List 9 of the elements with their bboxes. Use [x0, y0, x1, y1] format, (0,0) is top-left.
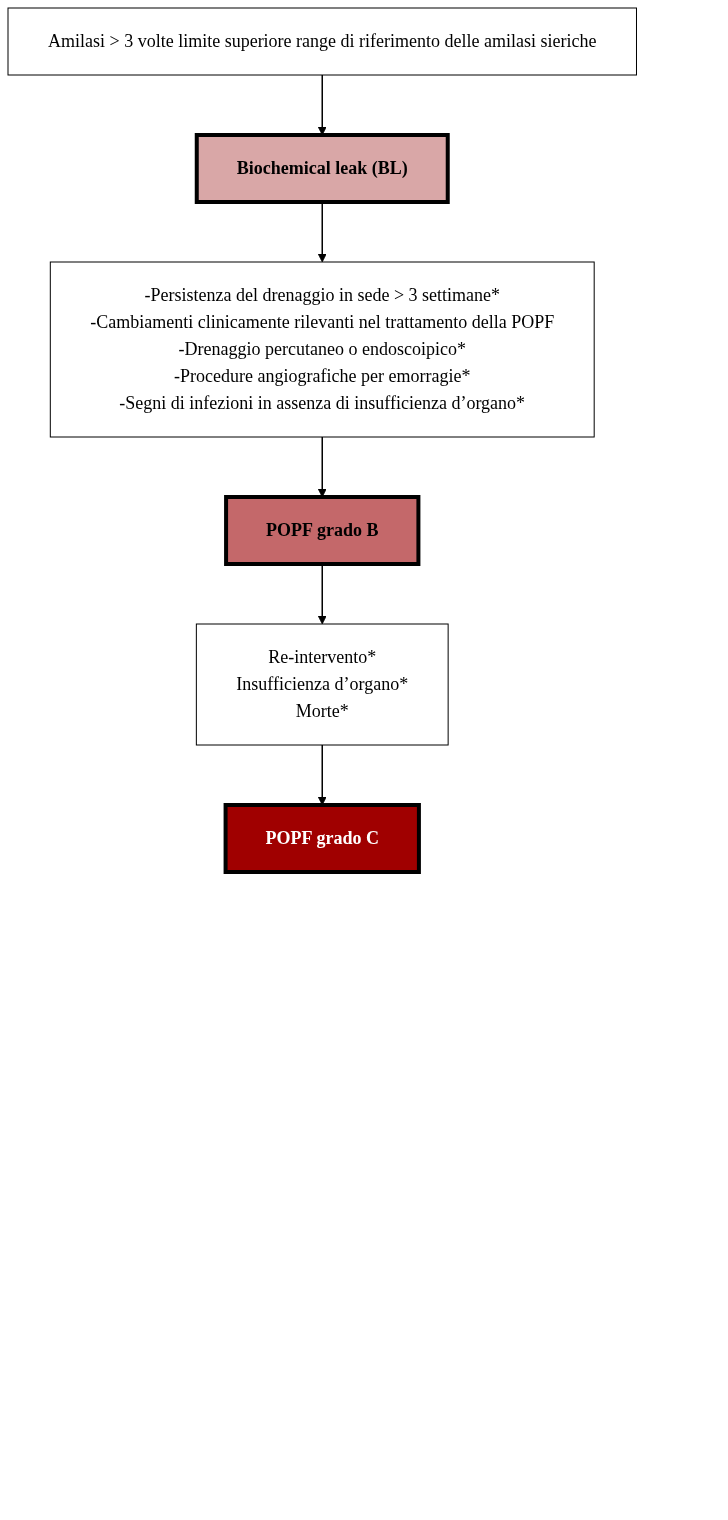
arrow [317, 436, 327, 498]
node-box: Amilasi > 3 volte limite superiore range di riferimento delle amilasi sieriche [7, 7, 637, 76]
node-box: -Persistenza del drenaggio in sede > 3 settimane* -Cambiamenti clinicamente rilevanti nel trattamento della POPF -Drenaggio percutaneo o endoscoipico* -Procedure angiografiche per emorragie* -Segni di infezioni in assenza di insufficienza d’organo* [49, 261, 595, 438]
arrow [317, 744, 327, 806]
node-box: POPF grado B [224, 495, 421, 566]
node-box: POPF grado C [223, 803, 421, 874]
node-box: Biochemical leak (BL) [194, 133, 450, 204]
arrow [317, 74, 327, 136]
node-box: Re-intervento* Insufficienza d’organo* Morte* [195, 623, 449, 746]
